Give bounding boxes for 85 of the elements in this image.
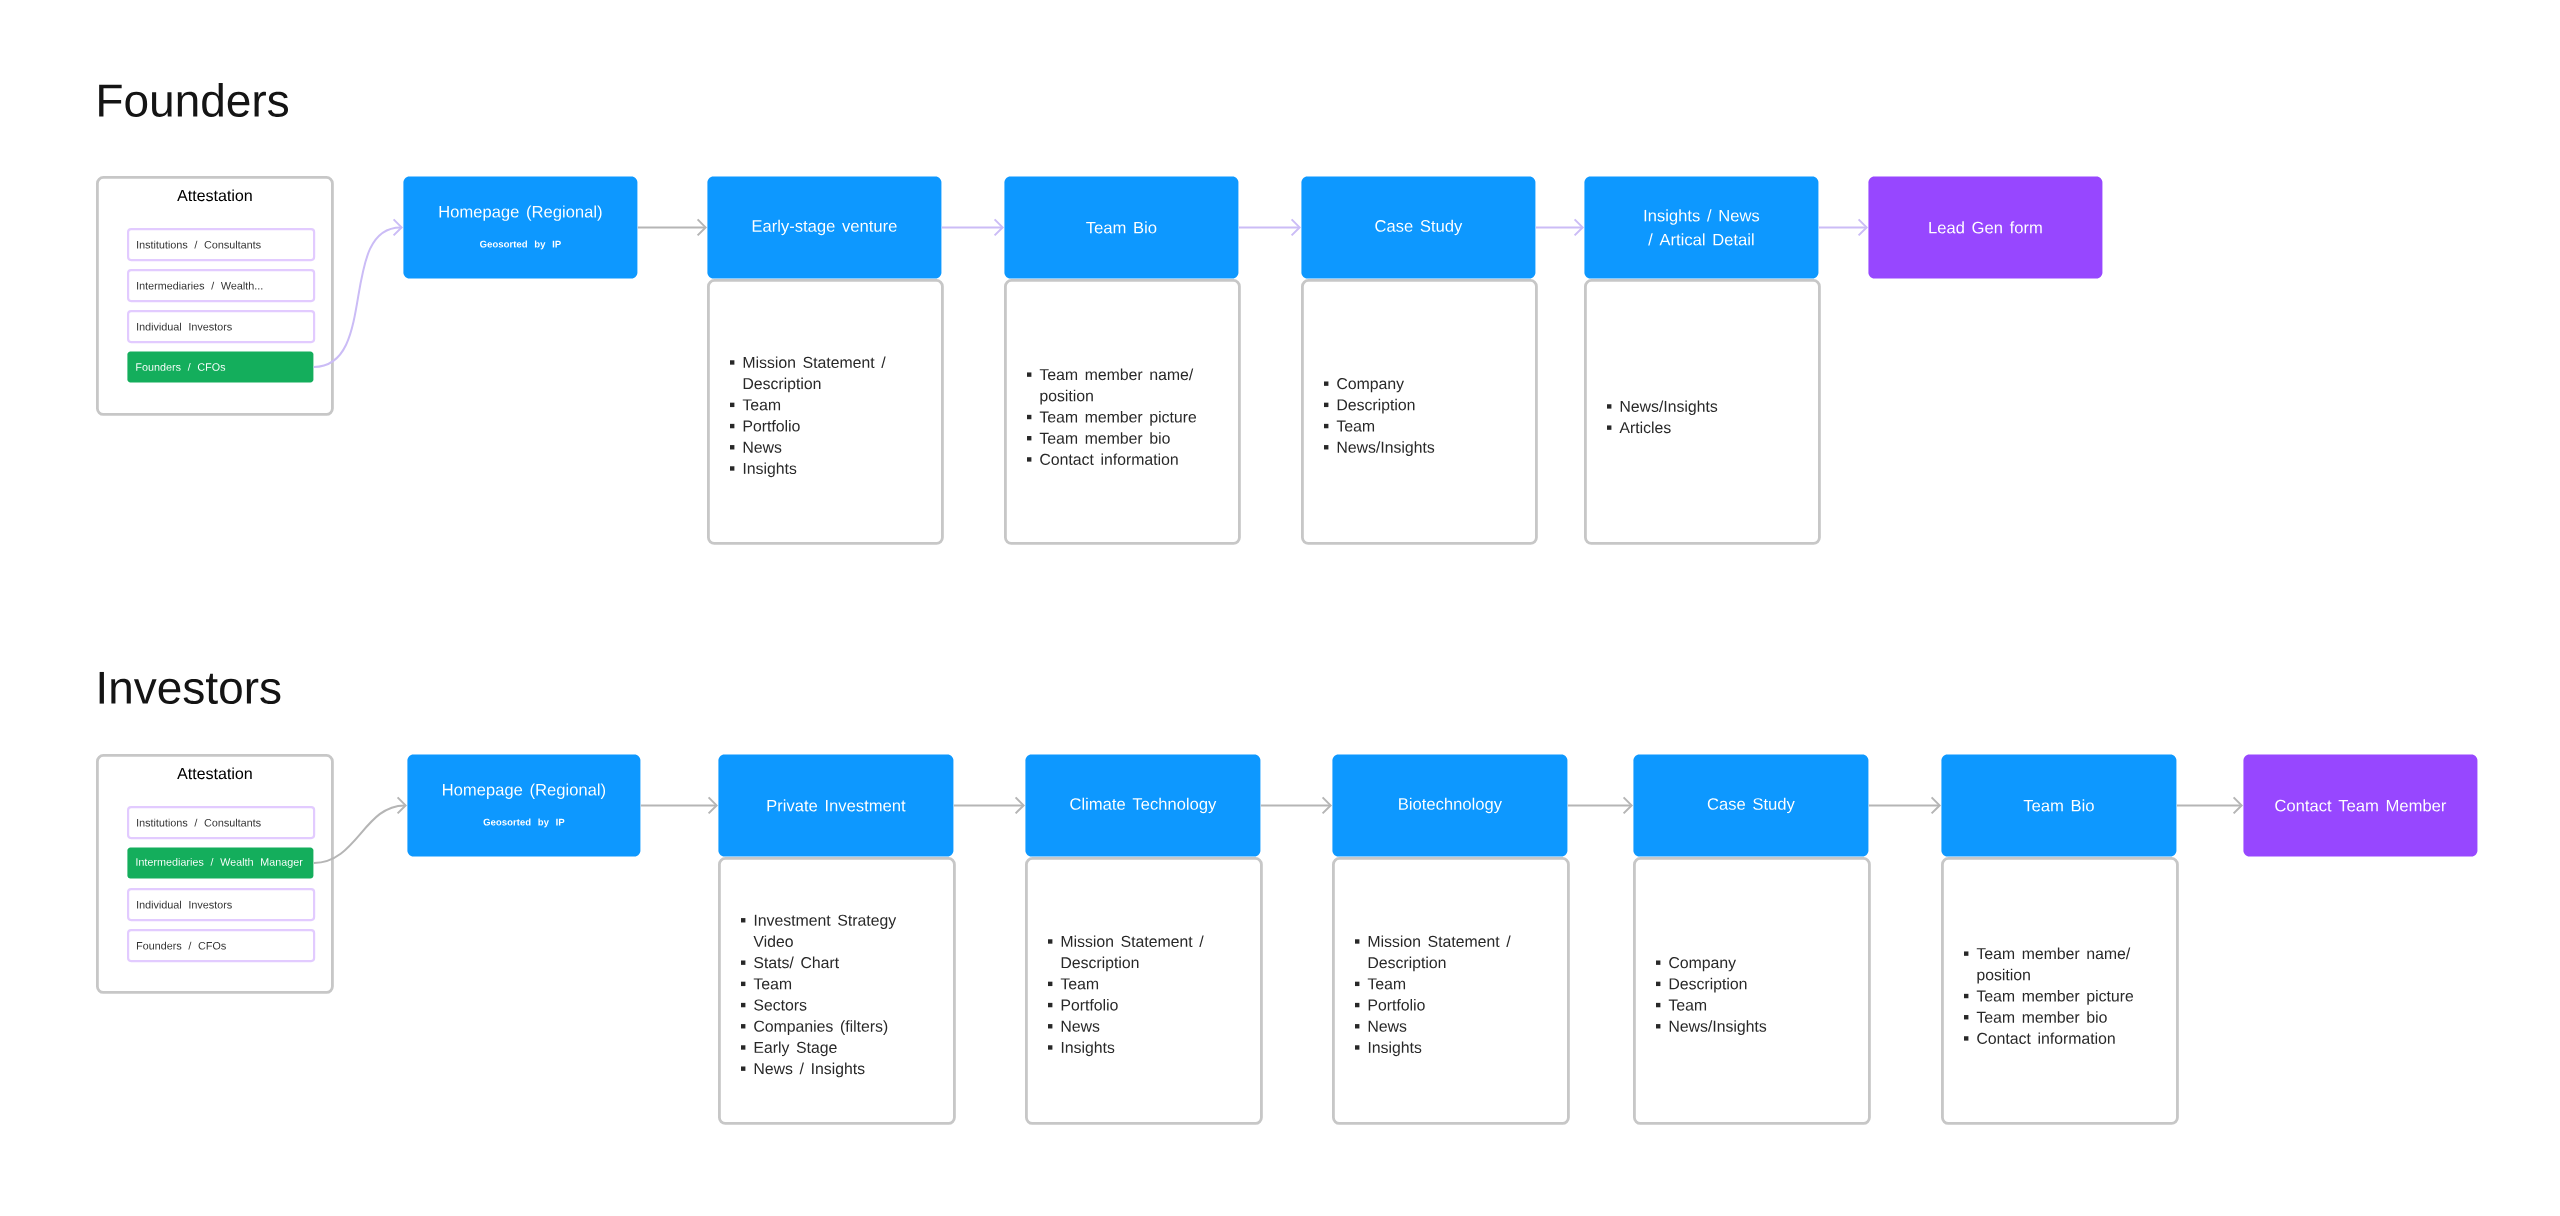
goal-box: Contact Team Member bbox=[2243, 754, 2478, 857]
content-box bbox=[718, 857, 956, 1125]
arrow bbox=[1566, 796, 1633, 815]
list-item: Company bbox=[1324, 378, 1404, 393]
list-item: Team bbox=[1324, 420, 1375, 432]
list-item: Team member bio bbox=[1027, 432, 1170, 444]
list-item: Mission Statement / Description bbox=[1355, 935, 1511, 972]
list-item: Company bbox=[1656, 957, 1736, 972]
content-box bbox=[1584, 279, 1821, 545]
list-item: Stats/ Chart bbox=[741, 956, 839, 969]
list-item: Team member bio bbox=[1964, 1011, 2107, 1023]
option-box: Institutions / Consultants bbox=[127, 228, 316, 262]
list-item: Team member picture bbox=[1027, 411, 1197, 426]
list-item: Portfolio bbox=[730, 420, 800, 432]
arrow bbox=[1237, 218, 1301, 237]
list-item: News bbox=[1355, 1020, 1407, 1032]
content-box bbox=[1025, 857, 1263, 1125]
list-item: Team member name/ position bbox=[1027, 368, 1194, 405]
list-item: Portfolio bbox=[1048, 999, 1118, 1011]
list-item: Early Stage bbox=[741, 1041, 837, 1057]
selected-option: Founders / CFOs bbox=[127, 351, 314, 383]
option-box: Founders / CFOs bbox=[127, 929, 316, 963]
list-item: Contact information bbox=[1027, 453, 1178, 465]
content-box bbox=[1301, 279, 1538, 545]
page-box: Case Study bbox=[1301, 176, 1536, 279]
list-item: News bbox=[730, 441, 782, 453]
page-box: Team Bio bbox=[1004, 176, 1239, 279]
list-item: Mission Statement / Description bbox=[730, 356, 886, 393]
list-item: Insights bbox=[730, 462, 797, 478]
list-item: Mission Statement / Description bbox=[1048, 935, 1204, 972]
list-item: Sectors bbox=[741, 999, 807, 1011]
arrow bbox=[940, 218, 1004, 237]
content-box bbox=[707, 279, 944, 545]
list-item: News/Insights bbox=[1324, 441, 1435, 456]
arrow bbox=[2175, 796, 2244, 815]
list-item: Insights bbox=[1355, 1041, 1422, 1057]
list-item: Team bbox=[741, 978, 792, 990]
option-box: Institutions / Consultants bbox=[127, 806, 316, 840]
page-box: Biotechnology bbox=[1332, 754, 1568, 857]
list-item: Team member name/ position bbox=[1964, 947, 2131, 984]
list-item: Team bbox=[1355, 978, 1406, 990]
arrow bbox=[1867, 796, 1942, 815]
page-box: Insights / News / Artical Detail bbox=[1584, 176, 1819, 279]
list-item: Team member picture bbox=[1964, 990, 2134, 1005]
arrow bbox=[1534, 218, 1585, 237]
page-box: Homepage (Regional) Geosorted by IP bbox=[407, 754, 641, 857]
list-item: Portfolio bbox=[1355, 999, 1425, 1011]
page-box: Early-stage venture bbox=[707, 176, 942, 279]
goal-box: Lead Gen form bbox=[1868, 176, 2103, 279]
list-item: Team bbox=[730, 399, 781, 411]
list-item: Contact information bbox=[1964, 1032, 2115, 1044]
arrow bbox=[312, 218, 403, 368]
list-item: News / Insights bbox=[741, 1062, 865, 1078]
page-box: Homepage (Regional) Geosorted by IP bbox=[403, 176, 638, 279]
list-item: Team bbox=[1656, 999, 1707, 1011]
list-item: Investment Strategy Video bbox=[741, 914, 897, 948]
arrow bbox=[952, 796, 1025, 815]
page-box: Climate Technology bbox=[1025, 754, 1261, 857]
list-item: Companies (filters) bbox=[741, 1020, 888, 1035]
selected-option: Intermediaries / Wealth Manager bbox=[127, 847, 314, 879]
list-item: News/Insights bbox=[1656, 1020, 1767, 1035]
content-box bbox=[1332, 857, 1570, 1125]
list-item: News bbox=[1048, 1020, 1100, 1032]
list-item: Description bbox=[1324, 398, 1415, 414]
page-box: Team Bio bbox=[1941, 754, 2177, 857]
arrow bbox=[1817, 218, 1868, 237]
option-box: Individual Investors bbox=[127, 310, 316, 344]
section-heading: Investors bbox=[99, 671, 281, 705]
list-item: Team bbox=[1048, 978, 1099, 990]
option-box: Intermediaries / Wealth... bbox=[127, 269, 316, 303]
arrow bbox=[1259, 796, 1332, 815]
option-box: Individual Investors bbox=[127, 888, 316, 922]
arrow bbox=[636, 218, 707, 237]
content-box bbox=[1633, 857, 1871, 1125]
page-box: Case Study bbox=[1633, 754, 1869, 857]
page-box: Private Investment bbox=[718, 754, 954, 857]
section-heading: Founders bbox=[99, 83, 289, 117]
list-item: News/Insights bbox=[1607, 400, 1718, 416]
list-item: Insights bbox=[1048, 1041, 1115, 1057]
list-item: Articles bbox=[1607, 421, 1671, 434]
content-box bbox=[1004, 279, 1241, 545]
arrow bbox=[639, 796, 718, 815]
list-item: Description bbox=[1656, 977, 1747, 993]
arrow bbox=[312, 796, 407, 864]
content-box bbox=[1941, 857, 2179, 1125]
